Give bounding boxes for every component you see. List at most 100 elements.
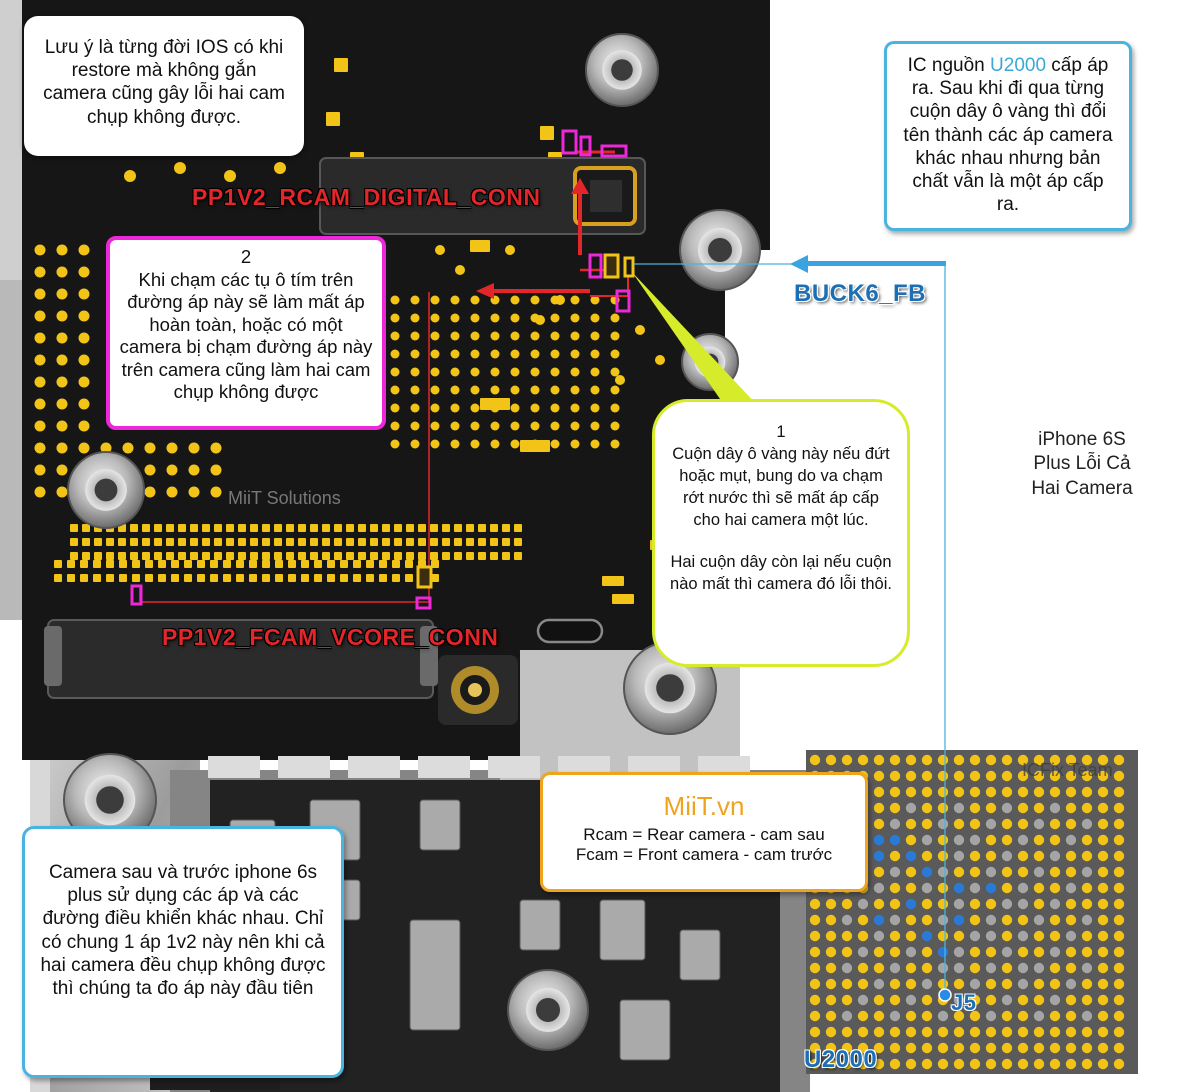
- pad: [430, 538, 438, 546]
- pad: [288, 560, 296, 568]
- bga-ball: [985, 770, 997, 782]
- bga-ball: [857, 1010, 869, 1022]
- pad: [314, 560, 322, 568]
- pad: [210, 574, 218, 582]
- net-label-buck6: BUCK6_FB: [794, 280, 927, 307]
- rcam-connector: [319, 157, 646, 235]
- pad: [188, 464, 200, 476]
- pad: [520, 440, 550, 452]
- bga-ball: [985, 834, 997, 846]
- bga-ball: [1001, 946, 1013, 958]
- bga-ball: [889, 850, 901, 862]
- bga-ball: [873, 866, 885, 878]
- bga-ball: [937, 834, 949, 846]
- pad: [470, 313, 480, 323]
- pad: [334, 524, 342, 532]
- bga-ball: [1001, 754, 1013, 766]
- pad: [190, 538, 198, 546]
- pad: [56, 288, 68, 300]
- pad: [490, 538, 498, 546]
- bga-ball: [1049, 818, 1061, 830]
- bga-ball: [953, 1010, 965, 1022]
- pad: [340, 574, 348, 582]
- pad: [56, 398, 68, 410]
- bga-ball: [985, 994, 997, 1006]
- bga-ball: [953, 898, 965, 910]
- bga-ball: [1049, 770, 1061, 782]
- pad: [450, 313, 460, 323]
- bga-ball: [953, 978, 965, 990]
- bga-ball: [937, 946, 949, 958]
- bga-ball: [889, 866, 901, 878]
- bga-ball: [1065, 1058, 1077, 1070]
- screw: [63, 753, 157, 847]
- bga-ball: [937, 930, 949, 942]
- bga-ball: [1001, 786, 1013, 798]
- legend-brand: MiiT.vn: [663, 791, 745, 821]
- bga-ball: [1017, 802, 1029, 814]
- bga-ball: [857, 1042, 869, 1054]
- pad: [238, 552, 246, 560]
- bga-ball: [1033, 786, 1045, 798]
- pad: [178, 524, 186, 532]
- bga-ball: [1049, 866, 1061, 878]
- bga-ball: [937, 962, 949, 974]
- bga-ball: [969, 898, 981, 910]
- pad: [67, 574, 75, 582]
- pad: [34, 310, 46, 322]
- bga-ball: [841, 1010, 853, 1022]
- bga-ball: [921, 818, 933, 830]
- pad: [392, 560, 400, 568]
- bga-ball: [841, 1026, 853, 1038]
- pad: [430, 403, 440, 413]
- bga-ball: [1033, 1010, 1045, 1022]
- screw: [507, 969, 589, 1051]
- bga-ball: [969, 818, 981, 830]
- bga-ball: [921, 1010, 933, 1022]
- callout-legend: MiiT.vn Rcam = Rear camera - cam sau Fca…: [540, 772, 868, 892]
- pad: [70, 552, 78, 560]
- callout-capacitor-text: Khi chạm các tụ ô tím trên đường áp này …: [119, 268, 373, 403]
- pad: [478, 524, 486, 532]
- yellow-callout-pointer: [632, 272, 760, 422]
- legend-rcam: Rcam = Rear camera - cam sau: [583, 824, 825, 844]
- pad: [555, 295, 565, 305]
- bga-ball: [1097, 994, 1109, 1006]
- pad: [314, 574, 322, 582]
- pad: [590, 421, 600, 431]
- bga-ball: [889, 962, 901, 974]
- bga-ball: [1113, 962, 1125, 974]
- pad: [223, 574, 231, 582]
- pad: [390, 367, 400, 377]
- pad: [154, 552, 162, 560]
- pad: [418, 538, 426, 546]
- pad: [78, 288, 90, 300]
- pad: [470, 349, 480, 359]
- pad: [530, 349, 540, 359]
- pad: [56, 354, 68, 366]
- bga-ball: [985, 1042, 997, 1054]
- bga-ball: [937, 978, 949, 990]
- bga-ball: [1097, 834, 1109, 846]
- pad: [106, 574, 114, 582]
- callout-inductor-text1: Cuộn dây ô vàng này nếu đứt hoặc mụt, bu…: [672, 444, 890, 529]
- bga-ball: [809, 994, 821, 1006]
- bga-ball: [809, 930, 821, 942]
- pad: [431, 574, 439, 582]
- bga-ball: [857, 978, 869, 990]
- bga-ball: [889, 1010, 901, 1022]
- bga-ball: [1113, 930, 1125, 942]
- pad: [490, 439, 500, 449]
- pad: [590, 385, 600, 395]
- pad: [514, 552, 522, 560]
- bga-ball: [857, 1058, 869, 1070]
- bga-ball: [1049, 978, 1061, 990]
- pad: [202, 524, 210, 532]
- smd-component: [419, 799, 461, 851]
- bga-ball: [873, 994, 885, 1006]
- bga-ball: [1049, 1026, 1061, 1038]
- pad: [236, 560, 244, 568]
- pad: [262, 552, 270, 560]
- bga-ball: [969, 978, 981, 990]
- pad: [470, 331, 480, 341]
